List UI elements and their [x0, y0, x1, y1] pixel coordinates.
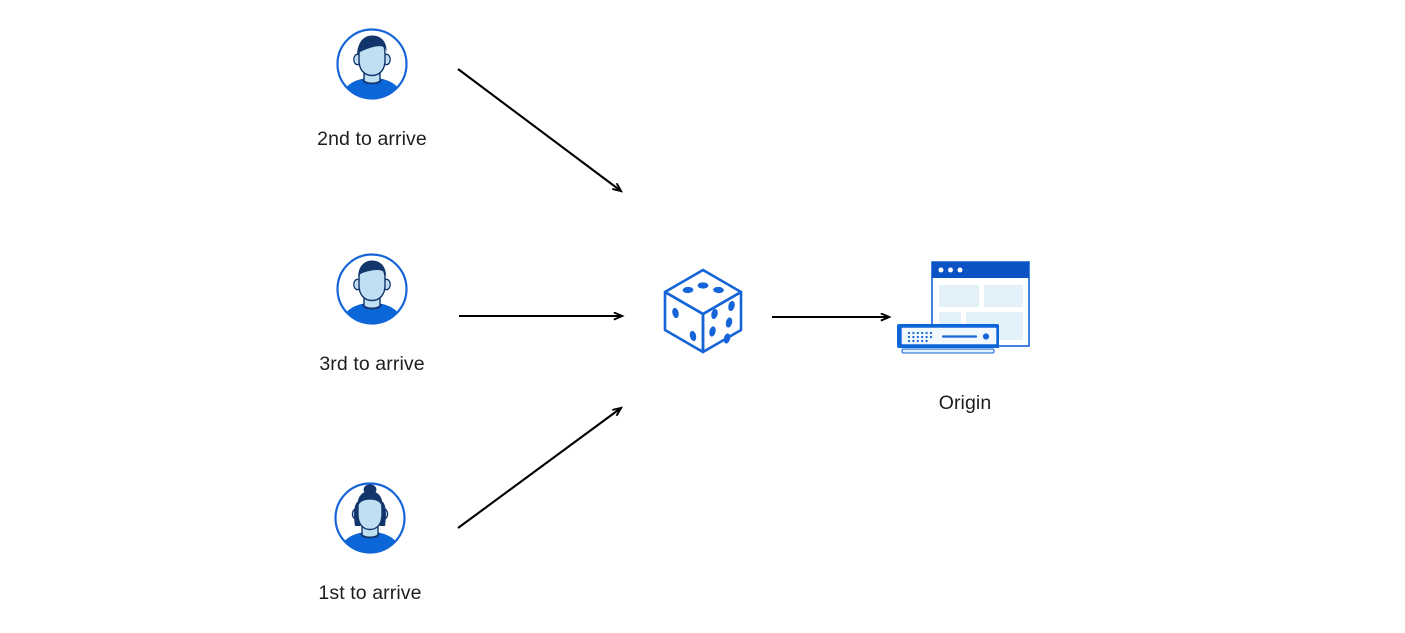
server-appliance-icon: [897, 324, 999, 354]
node-label-visitor-3rd: 3rd to arrive: [319, 353, 425, 375]
user-avatar-icon: [336, 28, 408, 100]
node-label-visitor-1st: 1st to arrive: [318, 582, 422, 604]
arrow-1st-to-dice: [457, 408, 621, 529]
node-visitor-1st: 1st to arrive: [300, 480, 440, 605]
arrow-2nd-to-dice: [457, 68, 621, 191]
user-avatar-icon: [336, 253, 408, 325]
node-visitor-3rd: 3rd to arrive: [302, 251, 442, 376]
node-label-origin: Origin: [938, 392, 992, 414]
origin-server-icon: [897, 261, 1030, 354]
node-visitor-2nd: 2nd to arrive: [302, 26, 442, 151]
node-label-visitor-2nd: 2nd to arrive: [317, 128, 427, 150]
node-origin: Origin: [875, 258, 1055, 415]
dice-icon: [663, 268, 743, 354]
user-avatar-female-icon: [334, 482, 406, 554]
node-randomizer: [659, 266, 749, 356]
